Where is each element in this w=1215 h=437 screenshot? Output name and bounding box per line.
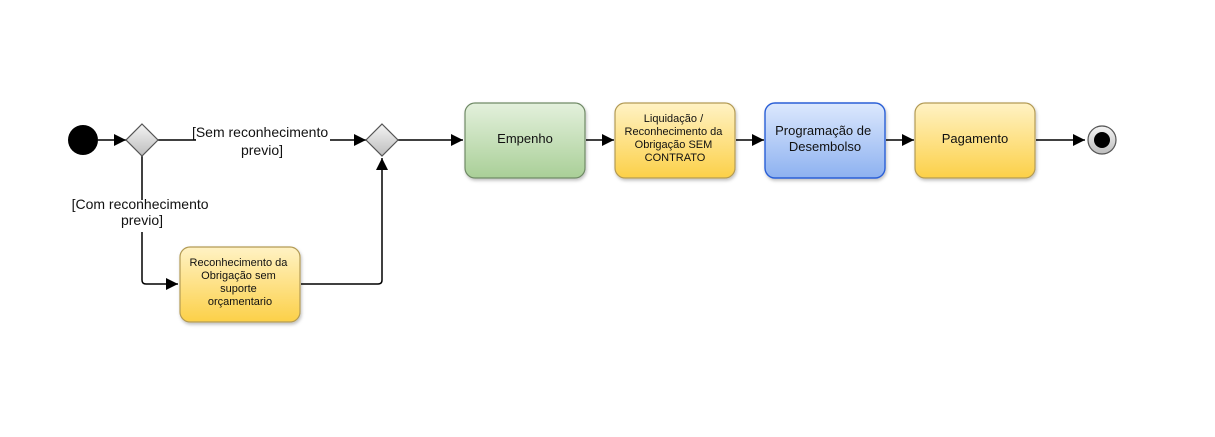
edge-reconhecimento-to-merge [301,158,388,285]
svg-text:Pagamento: Pagamento [942,131,1009,146]
guard-com-line-2: previo] [121,212,163,228]
programacao-line-2: Desembolso [789,139,861,154]
merge-node [365,123,399,157]
edge-decision-to-reconhecimento-com [141,156,178,284]
reconhecimento-line-2: Obrigação sem [201,270,276,282]
guard-com-reconhecimento: [Com reconhecimento previo] [72,196,213,228]
start-node [68,125,98,155]
guard-sem-line-2: previo] [241,142,283,158]
activity-liquidacao: Liquidação / Reconhecimento da Obrigação… [614,102,736,179]
svg-text:Empenho: Empenho [497,131,553,146]
svg-text:Liquidação / Reconhecime: Liquidação / Reconhecimento da Obrigação… [625,113,726,164]
liquidacao-line-2: Reconhecimento da [625,126,724,138]
reconhecimento-line-4: orçamentario [208,296,272,308]
empenho-label: Empenho [497,131,553,146]
reconhecimento-line-1: Reconhecimento da [190,257,289,269]
activity-empenho: Empenho [464,102,586,179]
liquidacao-line-4: CONTRATO [645,152,706,164]
guard-com-line-1: [Com reconhecimento [72,196,209,212]
liquidacao-line-1: Liquidação / [644,113,704,125]
activity-pagamento: Pagamento [914,102,1036,179]
svg-text:Reconhecimento da Obriga: Reconhecimento da Obrigação sem suporte … [190,257,291,308]
programacao-line-1: Programação de [775,123,871,138]
reconhecimento-line-3: suporte [220,283,257,295]
guard-sem-line-1: [Sem reconhecimento [192,124,328,140]
liquidacao-line-3: Obrigação SEM [635,139,713,151]
activity-reconhecimento: Reconhecimento da Obrigação sem suporte … [179,246,301,323]
decision-node [125,123,159,157]
guard-sem-reconhecimento: [Sem reconhecimento previo] [192,124,332,158]
end-node [1087,125,1117,155]
pagamento-label: Pagamento [942,131,1009,146]
svg-text:Programação de Desembols: Programação de Desembolso [775,123,875,154]
edges [98,140,1085,284]
activity-programacao: Programação de Desembolso [764,102,886,179]
